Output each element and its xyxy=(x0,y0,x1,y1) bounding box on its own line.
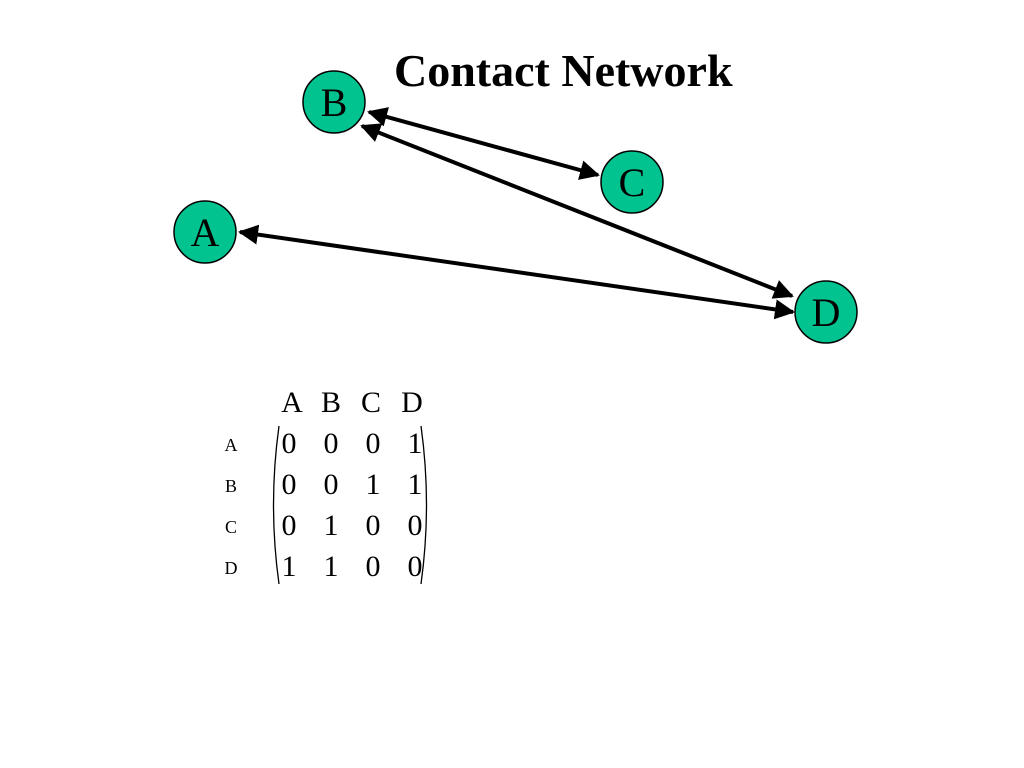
matrix-right-bracket xyxy=(420,425,428,585)
node-d-circle xyxy=(794,280,858,344)
node-c-label: C xyxy=(619,160,646,205)
diagram-title: Contact Network xyxy=(394,45,733,96)
node-c: C xyxy=(600,150,664,214)
node-d: D xyxy=(794,280,858,344)
edge-a-d xyxy=(238,224,795,320)
node-a: A xyxy=(173,200,237,264)
node-a-label: A xyxy=(191,210,220,255)
edge-b-d xyxy=(360,123,794,299)
matrix-left-bracket xyxy=(272,425,280,585)
node-b-label: B xyxy=(321,80,348,125)
node-b: B xyxy=(302,70,366,134)
node-c-circle xyxy=(600,150,664,214)
node-a-circle xyxy=(173,200,237,264)
node-d-label: D xyxy=(812,290,841,335)
node-b-circle xyxy=(302,70,366,134)
